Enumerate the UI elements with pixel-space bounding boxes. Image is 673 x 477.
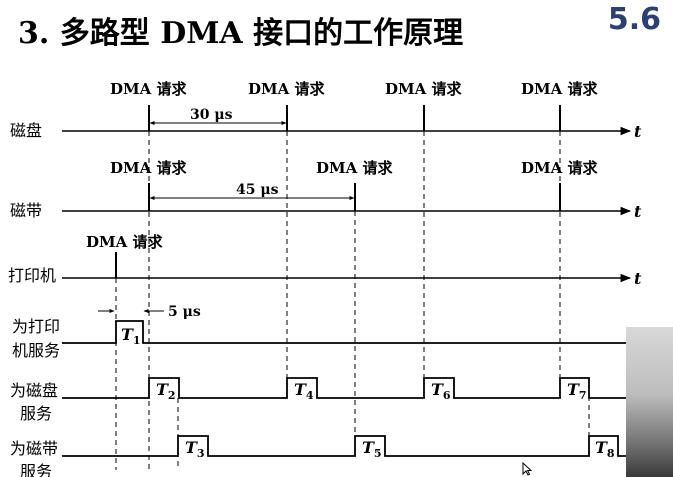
tape-request-label: DMA 请求	[316, 159, 393, 177]
disk-request-label: DMA 请求	[385, 80, 462, 98]
pulse-label-t2: T2	[156, 380, 176, 402]
pulse-label-t3: T3	[185, 438, 205, 460]
timing-guide-lines	[115, 131, 590, 470]
section-number: 5.6	[607, 2, 661, 37]
row-label-serve-printer-2: 机服务	[12, 341, 60, 360]
pulse-label-t1: T1	[121, 325, 141, 347]
tape-interval-label: 45 μs	[236, 182, 279, 198]
tape-axis-t: t	[634, 202, 642, 221]
row-label-serve-disk-1: 为磁盘	[10, 381, 58, 400]
row-label-tape: 磁带	[10, 201, 42, 220]
photo-overlay	[626, 327, 673, 477]
disk-request-label: DMA 请求	[521, 80, 598, 98]
printer-duration-label: 5 μs	[168, 304, 201, 320]
page-title: 3. 多路型 DMA 接口的工作原理	[18, 16, 464, 51]
row-label-disk: 磁盘	[10, 121, 42, 140]
pulse-label-t5: T5	[362, 438, 382, 460]
disk-request-label: DMA 请求	[110, 80, 187, 98]
row-label-serve-printer-1: 为打印	[12, 317, 60, 336]
serve-printer-waveform	[62, 320, 626, 344]
tape-request-ticks	[148, 183, 561, 211]
printer-request-label: DMA 请求	[86, 233, 163, 251]
cursor-icon	[522, 462, 532, 476]
disk-request-label: DMA 请求	[248, 80, 325, 98]
printer-axis-t: t	[634, 269, 642, 288]
pulse-label-t8: T8	[595, 438, 615, 460]
disk-axis-t: t	[634, 122, 642, 141]
row-label-printer: 打印机	[8, 266, 56, 285]
row-label-serve-tape-1: 为磁带	[10, 439, 58, 458]
disk-request-ticks	[148, 105, 561, 131]
serve-tape-waveform	[62, 435, 626, 457]
row-label-serve-disk-2: 服务	[20, 404, 52, 423]
pulse-label-t7: T7	[567, 380, 587, 402]
serve-disk-waveform	[62, 377, 626, 399]
row-label-serve-tape-2: 服务	[20, 462, 52, 477]
pulse-label-t4: T4	[294, 380, 314, 402]
pulse-label-t6: T6	[431, 380, 451, 402]
disk-interval-label: 30 μs	[190, 107, 233, 123]
